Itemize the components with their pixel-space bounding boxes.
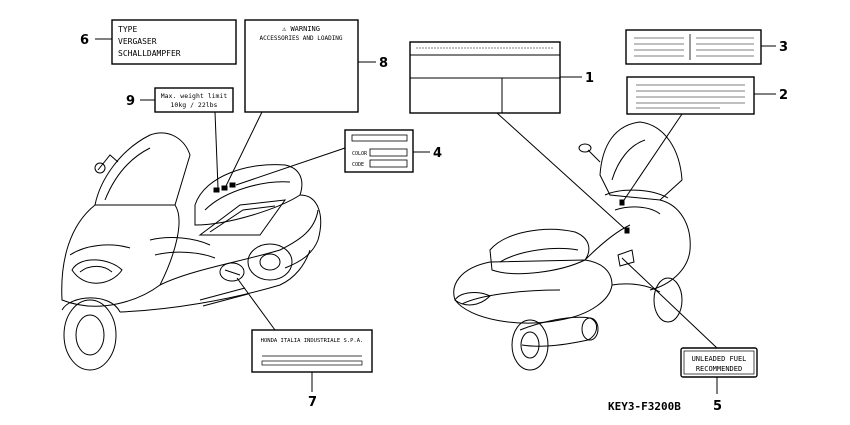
label-5-unleaded-fuel: UNLEADED FUEL RECOMMENDED — [680, 347, 758, 378]
label-4-color: COLOR — [352, 151, 368, 157]
callout-4: 4 — [433, 146, 442, 161]
label-5-line-1: UNLEADED FUEL — [692, 355, 747, 363]
label-6-line-1: TYPE — [118, 25, 137, 34]
label-7-text: HONDA ITALIA INDUSTRIALE S.P.A. — [261, 338, 364, 344]
callout-5: 5 — [713, 399, 722, 414]
callout-8: 8 — [379, 56, 388, 71]
scooter-left-illustration — [61, 132, 322, 371]
label-6-line-2: VERGASER — [118, 37, 157, 46]
callout-9: 9 — [126, 94, 135, 109]
scooter-right-illustration — [453, 121, 691, 371]
label-5-line-2: RECOMMENDED — [696, 365, 742, 373]
label-8-line-1: ⚠ WARNING — [282, 25, 320, 33]
label-9-weight-limit: Max. weight limit 10kg / 22lbs — [154, 87, 234, 113]
label-8-line-2: ACCESSORIES AND LOADING — [259, 35, 342, 42]
leader-lines — [95, 38, 776, 394]
label-2-info-plate — [626, 76, 755, 115]
label-6-type-vergaser: TYPE VERGASER SCHALLDAMPFER — [111, 19, 237, 65]
label-7-honda-italia: HONDA ITALIA INDUSTRIALE S.P.A. — [251, 329, 373, 373]
callout-2: 2 — [779, 88, 788, 103]
label-9-line-2: 10kg / 22lbs — [171, 101, 218, 109]
label-1-caution-plate — [409, 41, 561, 114]
callout-3: 3 — [779, 40, 788, 55]
callout-1: 1 — [585, 71, 594, 86]
label-8-warning-accessories: ⚠ WARNING ACCESSORIES AND LOADING — [244, 19, 359, 113]
diagram-code: KEY3-F3200B — [608, 400, 681, 413]
label-4-color-code: COLOR CODE — [344, 129, 414, 173]
callout-7: 7 — [308, 395, 317, 410]
callout-6: 6 — [80, 33, 89, 48]
label-3-info-plate — [625, 29, 762, 65]
label-6-line-3: SCHALLDAMPFER — [118, 49, 181, 58]
label-4-code: CODE — [352, 162, 364, 168]
label-9-line-1: Max. weight limit — [161, 92, 228, 100]
